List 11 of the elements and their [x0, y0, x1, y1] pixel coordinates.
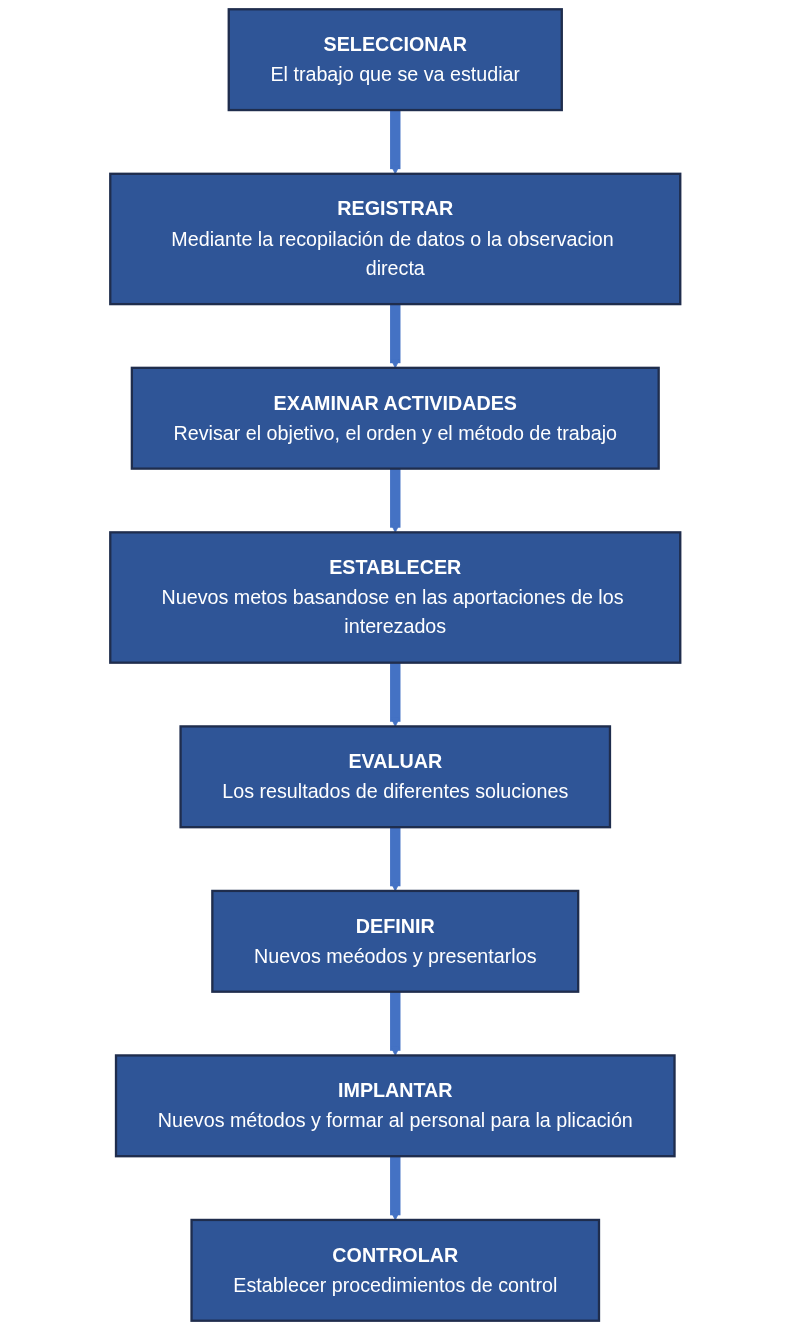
node-box: SELECCIONAR El trabajo que se va estudiar: [227, 8, 564, 112]
node-box: IMPLANTAR Nuevos métodos y formar al personal para la plicación: [115, 1054, 676, 1158]
arrow: [390, 662, 401, 727]
arrow: [390, 991, 401, 1056]
node-box: REGISTRAR Mediante la recopilación de datos o la observacion directa: [109, 172, 682, 306]
node-box: EXAMINAR ACTIVIDADES Revisar el objetivo, el orden y el método de trabajo: [130, 366, 661, 470]
arrow: [390, 468, 401, 533]
node-box: CONTROLAR Establecer procedimientos de control: [190, 1218, 601, 1322]
node-box: DEFINIR Nuevos meéodos y presentarlos: [211, 889, 580, 993]
node-box: EVALUAR Los resultados de diferentes soluciones: [179, 725, 612, 829]
node-box: ESTABLECER Nuevos metos basandose en las aportaciones de los interezados: [109, 531, 682, 664]
